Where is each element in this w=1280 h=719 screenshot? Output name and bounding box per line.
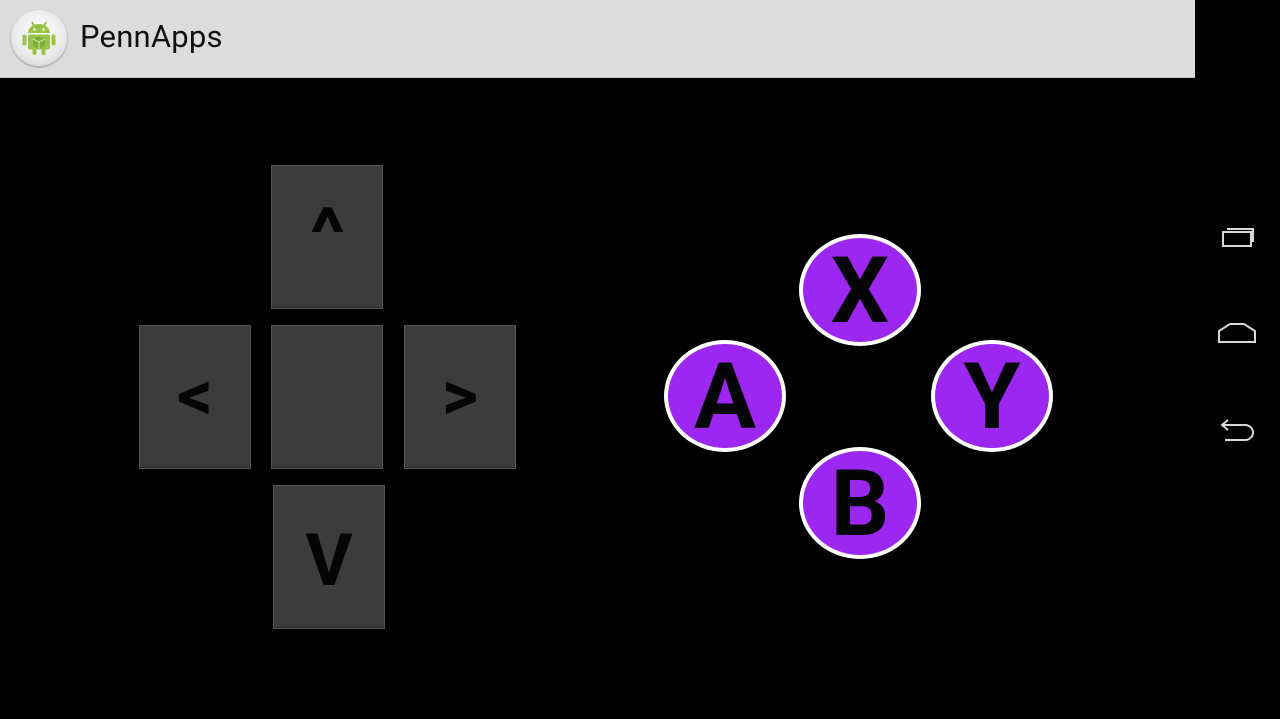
app-title: PennApps	[80, 18, 223, 55]
b-button-label: B	[830, 451, 890, 558]
dpad-left-label: <	[177, 355, 213, 437]
dpad-left-button[interactable]: <	[139, 325, 251, 469]
a-button[interactable]: A	[664, 340, 786, 452]
action-bar: PennApps	[0, 0, 1195, 78]
home-icon	[1218, 323, 1256, 343]
home-button[interactable]	[1213, 313, 1261, 353]
dpad-down-button[interactable]: V	[273, 485, 385, 629]
dpad-right-button[interactable]: >	[404, 325, 516, 469]
back-icon	[1220, 419, 1254, 441]
recent-apps-icon	[1222, 228, 1254, 247]
a-button-label: A	[694, 344, 756, 451]
dpad-center-button[interactable]	[271, 325, 383, 469]
x-button-label: X	[830, 238, 890, 345]
back-button[interactable]	[1213, 410, 1261, 450]
dpad-up-label: ^	[309, 193, 345, 275]
y-button[interactable]: Y	[931, 340, 1053, 452]
dpad-down-label: V	[305, 517, 353, 603]
b-button[interactable]: B	[799, 447, 921, 559]
navigation-bar	[1195, 0, 1280, 719]
dpad-up-button[interactable]: ^	[271, 165, 383, 309]
android-robot-icon[interactable]	[11, 10, 67, 66]
recent-apps-button[interactable]	[1213, 218, 1261, 258]
y-button-label: Y	[963, 344, 1021, 451]
dpad-right-label: >	[441, 355, 479, 437]
x-button[interactable]: X	[799, 234, 921, 346]
